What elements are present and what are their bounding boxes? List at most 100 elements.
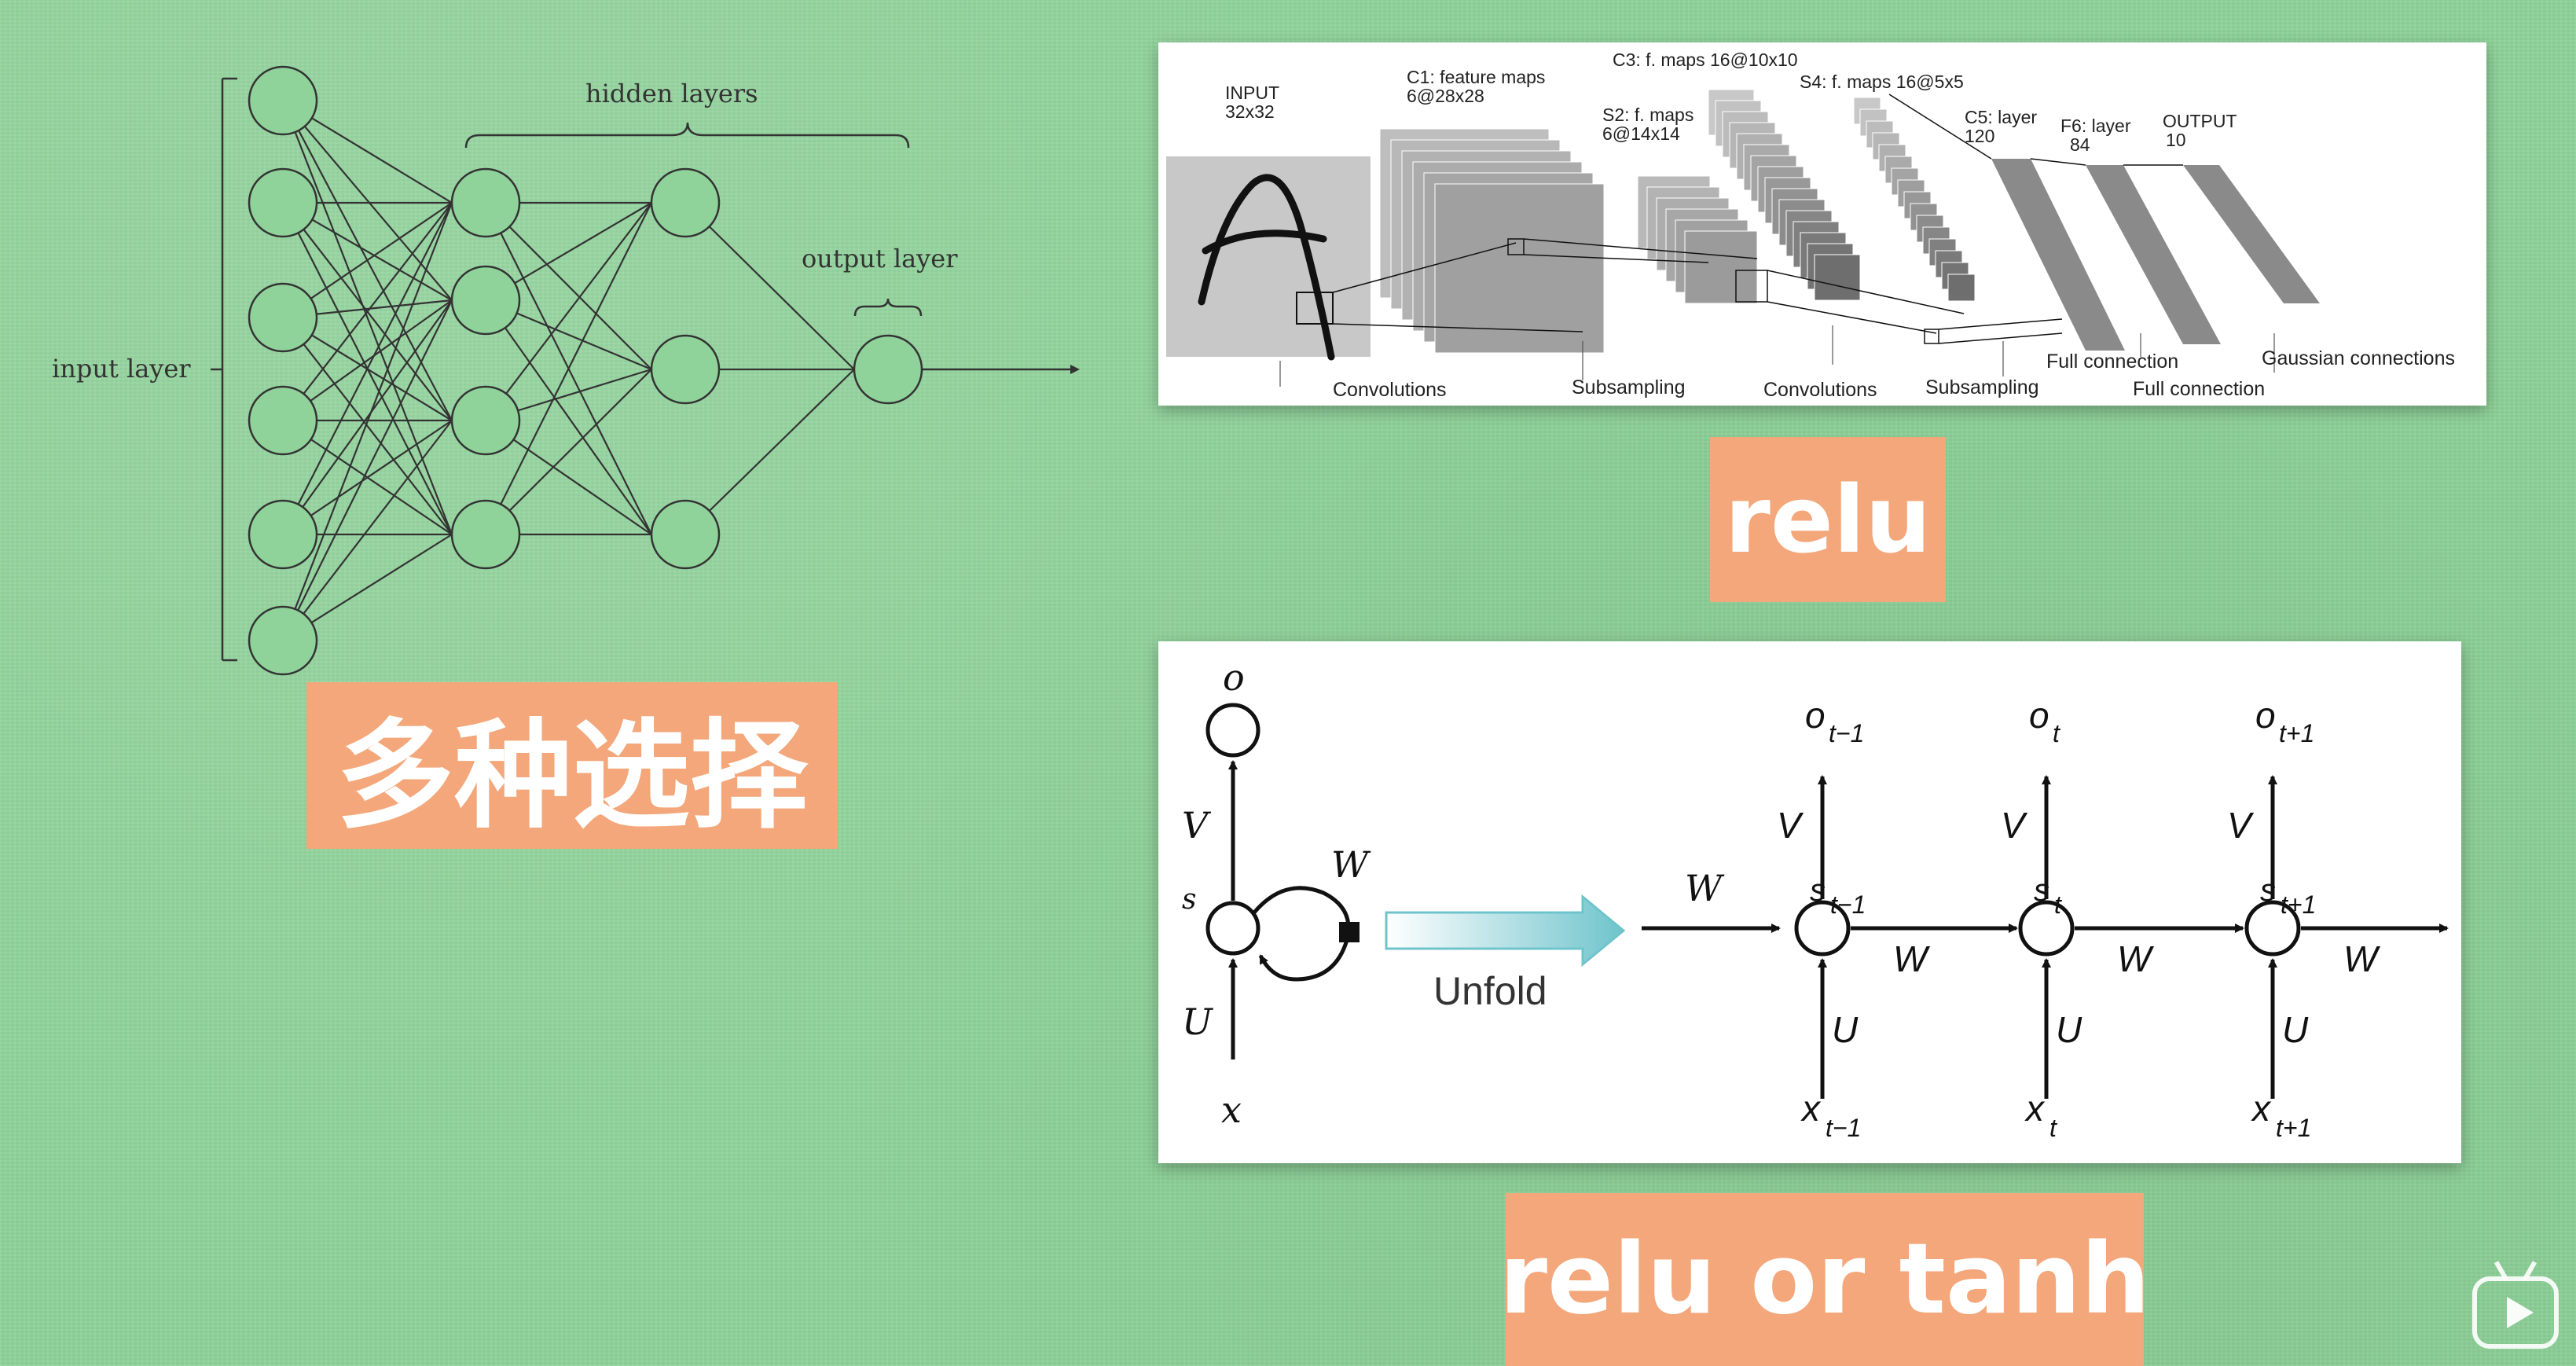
cnn-c3-label: C3: f. maps 16@10x10 (1613, 50, 1798, 70)
rnn-o-label: o (2255, 695, 2276, 736)
hidden2-node (650, 499, 721, 570)
mlp-edge (485, 202, 652, 370)
rnn-o-subscript: t−1 (1829, 719, 1864, 747)
rnn-U-label: U (1832, 1009, 1859, 1050)
s2-feature-map (1684, 230, 1758, 304)
mlp-edge (485, 202, 652, 535)
hidden2-node (650, 167, 721, 238)
rnn-unrolled-W-in: W (1685, 867, 1725, 909)
mlp-edge (281, 100, 453, 535)
rnn-folded-s: s (1182, 883, 1196, 916)
cnn-caption: relu (1710, 437, 1946, 602)
cnn-c5-label: C5: layer (1965, 107, 2037, 127)
mlp-edge (684, 369, 855, 535)
rnn-folded-W: W (1331, 843, 1371, 886)
mlp-edge (684, 202, 855, 370)
mlp-edge (485, 299, 652, 535)
rnn-output-node (1205, 703, 1260, 758)
hidden1-node (450, 385, 521, 456)
rnn-s-subscript: t (2054, 890, 2062, 919)
cnn-output-size: 10 (2166, 130, 2186, 150)
rnn-s-label: s (2260, 873, 2276, 908)
cnn-c1-label: C1: feature maps (1407, 67, 1545, 87)
rnn-o-subscript: t (2053, 719, 2060, 747)
rnn-s-label: s (1810, 873, 1826, 908)
hidden1-node (450, 167, 521, 238)
rnn-U-label: U (2282, 1009, 2309, 1050)
rnn-state-node (1794, 900, 1851, 957)
rnn-s-subscript: t−1 (1830, 890, 1866, 919)
rnn-folded-U: U (1182, 1001, 1214, 1043)
rnn-state-node (1205, 901, 1260, 956)
cnn-s2-label: S2: f. maps (1602, 105, 1693, 125)
cnn-s2-size: 6@14x14 (1602, 123, 1680, 144)
input-node (248, 282, 318, 353)
rnn-o-label: o (2029, 695, 2049, 736)
rnn-V-label: V (2001, 805, 2028, 846)
rnn-V-label: V (2227, 805, 2255, 846)
input-node (248, 499, 318, 570)
output-node (853, 334, 923, 405)
cnn-input-label: INPUT (1225, 83, 1279, 103)
cnn-op-subsampling-1: Subsampling (1572, 376, 1686, 398)
lenet-diagram: INPUT 32x32 C1: feature maps 6@28x28 S2:… (1166, 50, 2455, 401)
output-layer-label: output layer (802, 244, 958, 274)
rnn-x-subscript: t+1 (2276, 1114, 2311, 1142)
input-image (1166, 156, 1371, 357)
input-layer-label: input layer (52, 354, 191, 384)
rnn-x-label: x (2024, 1088, 2046, 1129)
rnn-o-subscript: t+1 (2279, 719, 2314, 747)
hidden-layers-label: hidden layers (585, 79, 758, 108)
cnn-c5-size: 120 (1965, 126, 1994, 146)
rnn-state-node (2018, 900, 2075, 957)
unfold-arrow-icon (1385, 894, 1626, 968)
mlp-edge (281, 202, 453, 641)
mlp-edge (485, 369, 652, 535)
rnn-V-label: V (1777, 805, 1804, 846)
handwritten-letter (1198, 174, 1335, 361)
mlp-edge (485, 202, 652, 421)
mlp-edge (282, 299, 453, 641)
input-node (248, 605, 318, 676)
hidden-layers-brace (464, 122, 910, 149)
cnn-op-convolutions-1: Convolutions (1333, 379, 1447, 401)
rnn-folded-V: V (1182, 804, 1212, 846)
rnn-x-label: x (1800, 1088, 1822, 1129)
mlp-caption: 多种选择 (306, 682, 838, 849)
hidden2-node (650, 334, 721, 405)
rnn-U-label: U (2056, 1009, 2082, 1050)
mlp-edge (282, 420, 453, 641)
mlp-edge (282, 317, 453, 535)
s3-feature-map (1814, 254, 1861, 301)
rnn-folded-o: o (1223, 656, 1245, 699)
output-layer-brace (853, 298, 923, 317)
s4-feature-map (1947, 274, 1976, 302)
hidden1-node (450, 499, 521, 570)
input-layer-brace (211, 77, 237, 662)
rnn-s-label: s (2034, 873, 2049, 908)
cnn-op-subsampling-2: Subsampling (1925, 376, 2039, 398)
c1-feature-map (1434, 183, 1605, 354)
input-node (248, 65, 318, 136)
cnn-op-gaussian: Gaussian connections (2262, 347, 2455, 369)
rnn-W-label: W (2343, 938, 2381, 979)
mlp-diagram: hidden layers output layer input layer (52, 65, 1080, 676)
rnn-caption: relu or tanh (1499, 1193, 2150, 1366)
cnn-op-full-connection-1: Full connection (2046, 351, 2178, 373)
cnn-s4-label: S4: f. maps 16@5x5 (1800, 72, 1964, 92)
mlp-edge (282, 100, 453, 301)
play-icon[interactable] (2472, 1276, 2559, 1349)
rnn-W-label: W (1893, 938, 1931, 979)
rnn-state-node (2244, 900, 2301, 957)
play-triangle-icon (2507, 1297, 2534, 1328)
mlp-edge (282, 299, 453, 535)
rnn-x-subscript: t−1 (1826, 1114, 1861, 1142)
hidden1-node (450, 265, 521, 336)
rnn-W-label: W (2117, 938, 2155, 979)
rnn-o-label: o (1805, 695, 1826, 736)
cnn-f6-label: F6: layer (2060, 116, 2131, 136)
mlp-edge (282, 202, 453, 535)
cnn-input-size: 32x32 (1225, 101, 1275, 122)
